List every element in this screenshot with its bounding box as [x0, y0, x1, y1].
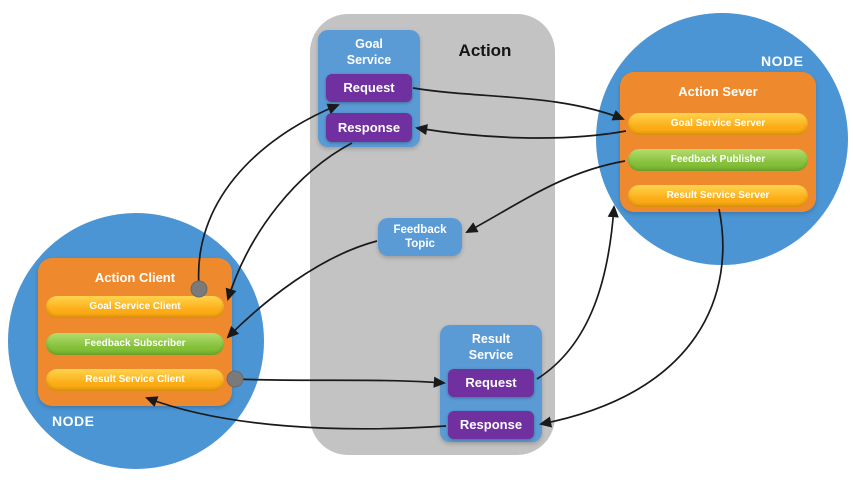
goal-service-client-pill: Goal Service Client [46, 296, 224, 318]
result-service-box: Result Service Request Response [440, 325, 542, 442]
goal-service-box: Goal Service Request Response [318, 30, 420, 147]
action-client-title: Action Client [94, 270, 176, 285]
goal-service-title: Goal Service [346, 37, 392, 67]
feedback-subscriber-pill: Feedback Subscriber [46, 333, 224, 355]
action-group-label: Action [458, 41, 512, 60]
result-request-button: Request [448, 369, 534, 397]
result-response-button: Response [448, 411, 534, 439]
feedback-topic-box: Feedback Topic [378, 218, 462, 256]
goal-service-server-pill: Goal Service Server [628, 113, 808, 135]
goal-response-button: Response [326, 113, 412, 142]
result-service-title: Result Service [468, 332, 514, 362]
result-service-server-pill: Result Service Server [628, 185, 808, 207]
action-server-title: Action Sever [678, 84, 758, 99]
feedback-topic-title: Feedback Topic [393, 224, 447, 250]
feedback-publisher-pill: Feedback Publisher [628, 149, 808, 171]
server-node-label: NODE [761, 53, 804, 69]
result-service-client-pill: Result Service Client [46, 369, 224, 391]
goal-request-button: Request [326, 74, 412, 102]
client-node-label: NODE [52, 413, 95, 429]
